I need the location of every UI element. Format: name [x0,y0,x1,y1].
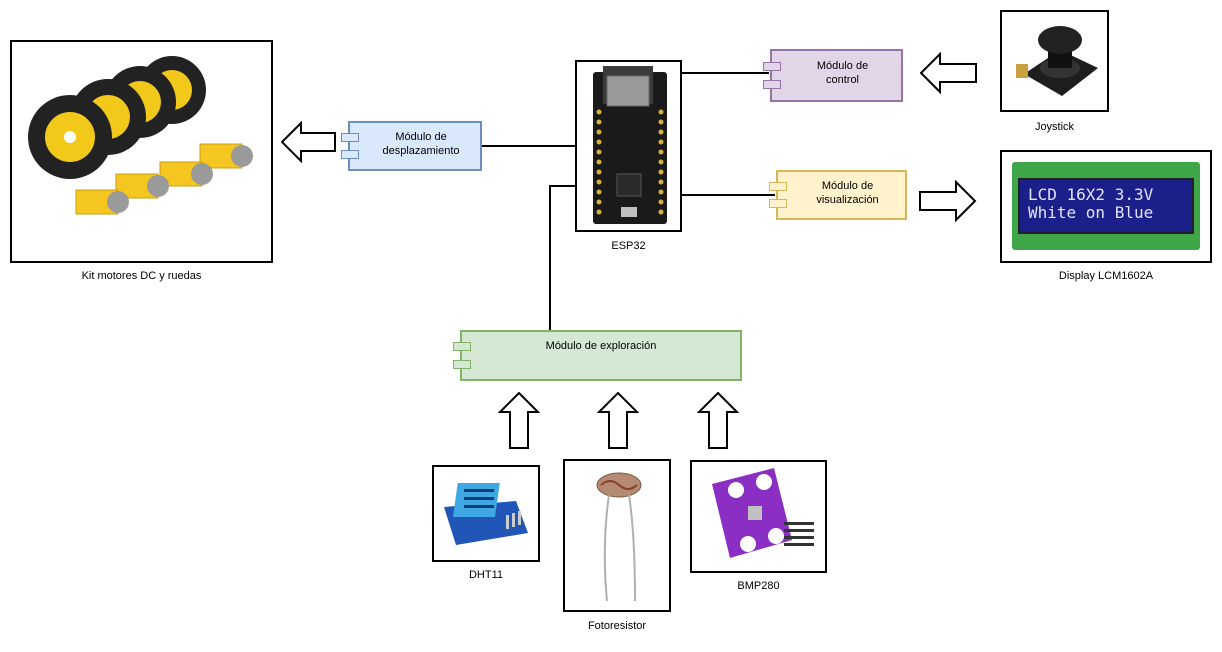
display-image-frame: LCD 16X2 3.3V White on Blue [1000,150,1212,263]
bmp280-image-frame [690,460,827,573]
display-caption: Display LCM1602A [1058,270,1154,282]
displacement-module-label: Módulo de desplazamiento [362,130,480,158]
lcd-screen: LCD 16X2 3.3V White on Blue [1018,178,1194,234]
photoresistor-caption: Fotoresistor [587,620,647,632]
joystick-image-frame [1000,10,1109,112]
left-arrow-icon [920,52,977,94]
joystick-caption: Joystick [1034,121,1075,133]
up-arrow-icon [697,392,739,449]
visualization-module-line2: visualización [816,194,879,206]
exploration-module-label: Módulo de exploración [545,340,657,352]
left-arrow-icon [281,121,336,163]
motors-caption: Kit motores DC y ruedas [81,270,202,282]
dht11-image [444,483,528,545]
control-module-line2: control [825,74,860,86]
bmp280-image [712,468,814,558]
control-module: Módulo de control [763,49,903,102]
bmp280-caption: BMP280 [737,580,780,592]
dht11-caption: DHT11 [468,569,504,581]
visualization-module-line1: Módulo de [821,180,874,192]
up-arrow-icon [597,392,639,449]
esp32-caption: ESP32 [611,240,646,252]
photoresistor-image [596,472,642,602]
control-module-label: Módulo de control [784,59,901,87]
visualization-module-label: Módulo de visualización [790,179,905,207]
motors-image-frame [10,40,273,263]
control-module-line1: Módulo de [816,60,869,72]
right-arrow-icon [919,180,977,222]
exploration-module: Módulo de exploración [453,330,742,381]
dht11-image-frame [432,465,540,562]
visualization-module: Módulo de visualización [769,170,907,220]
photoresistor-image-frame [563,459,671,612]
lcd-line2: White on Blue [1028,203,1154,222]
lcd-pcb: LCD 16X2 3.3V White on Blue [1012,162,1200,250]
displacement-module: Módulo de desplazamiento [341,121,482,171]
esp32-image-frame [575,60,682,232]
lcd-line1: LCD 16X2 3.3V [1028,185,1154,204]
displacement-module-line1: Módulo de [395,131,447,143]
esp32-board-image [593,66,667,224]
displacement-module-line2: desplazamiento [382,145,460,157]
motors-image [28,56,253,215]
up-arrow-icon [498,392,540,449]
joystick-image [1016,26,1098,96]
lcd-text: LCD 16X2 3.3V White on Blue [1028,186,1153,222]
